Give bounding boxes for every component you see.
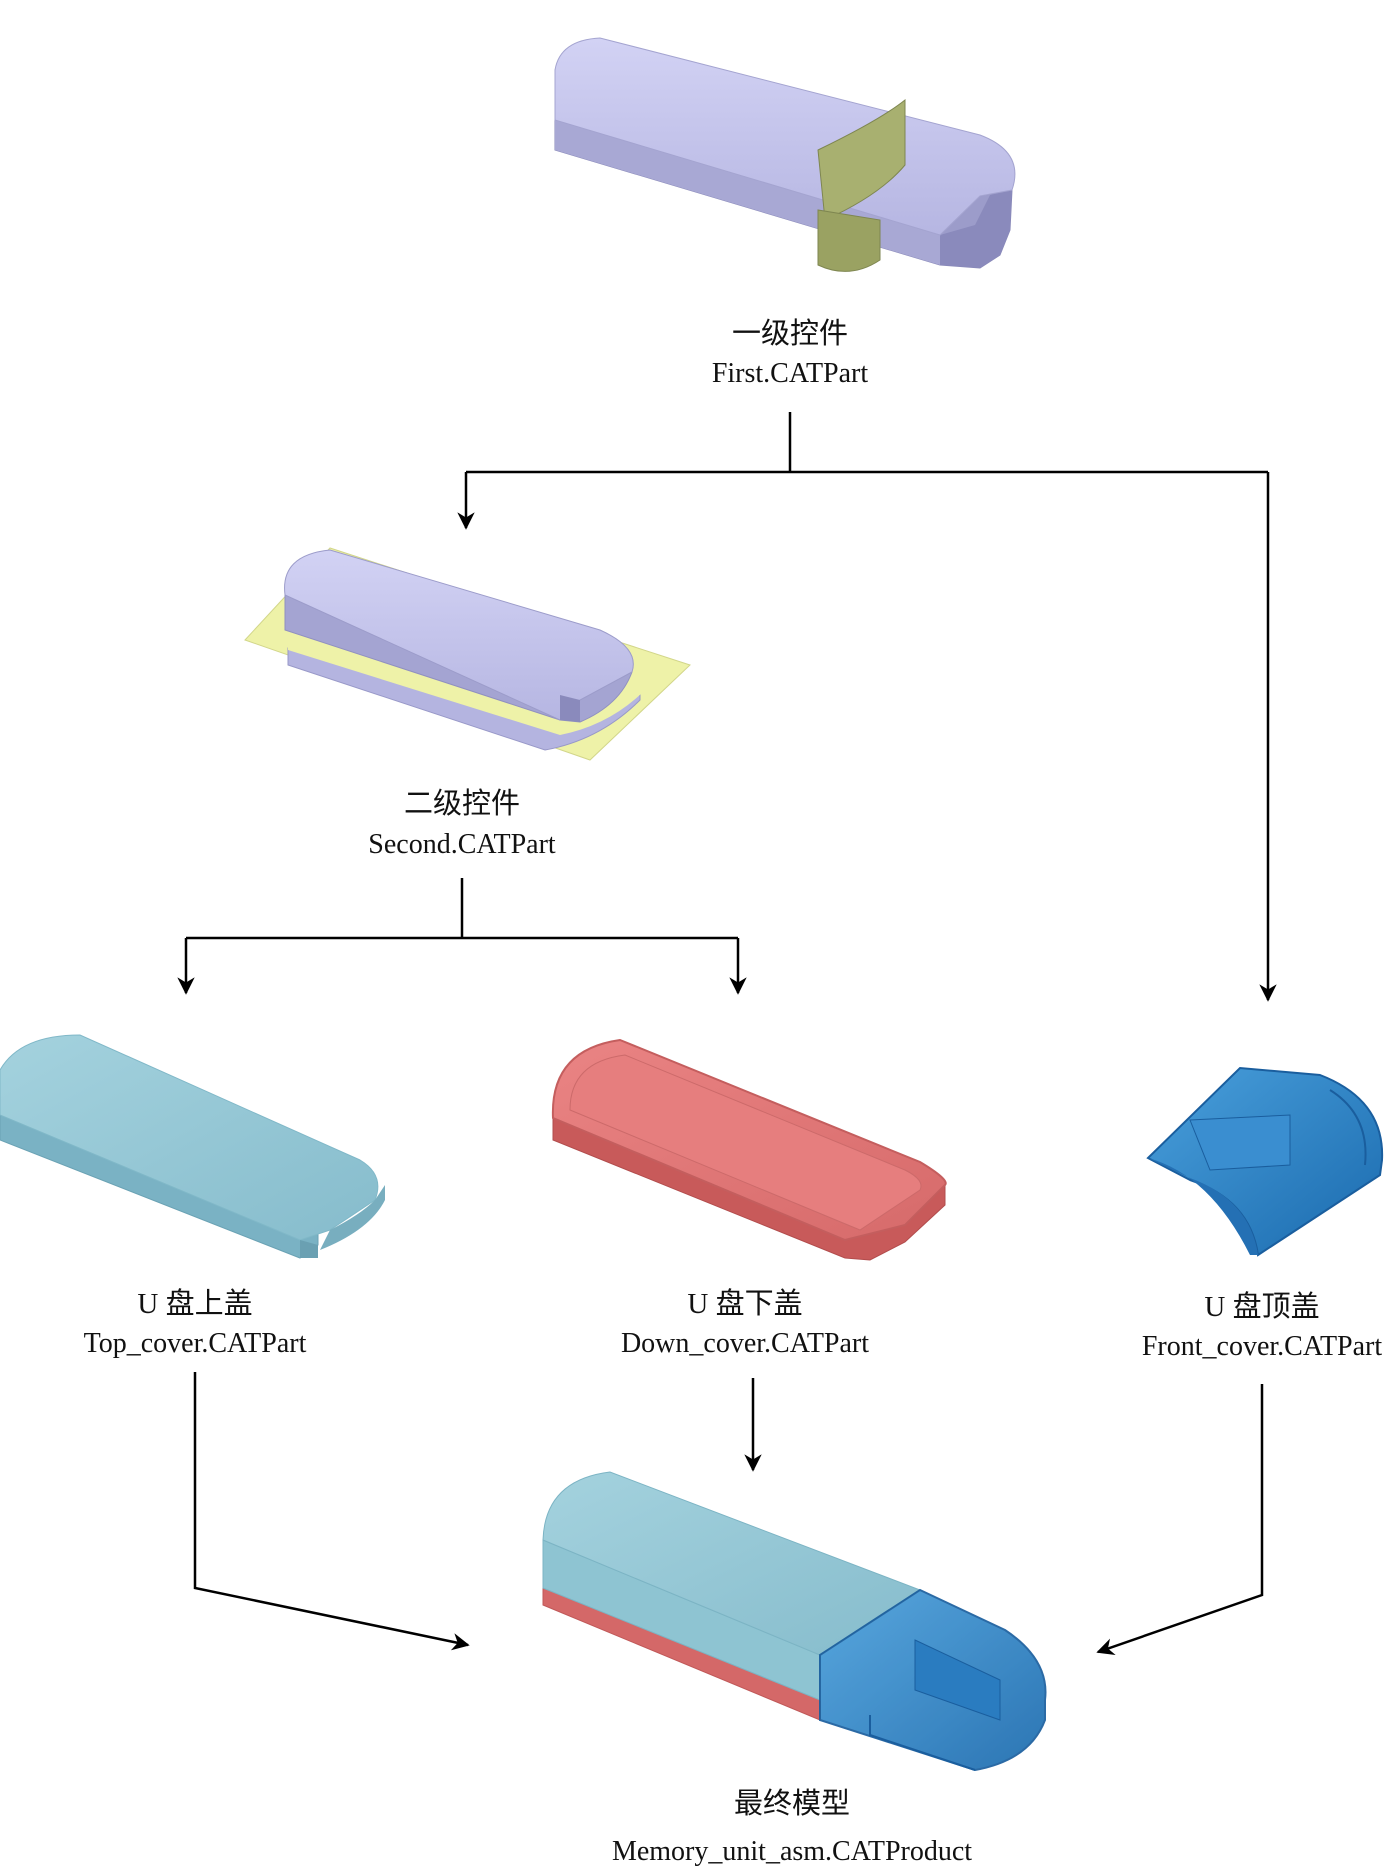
front-cover-model bbox=[1146, 1066, 1384, 1257]
first-label-en: First.CATPart bbox=[712, 358, 869, 389]
first-part-model bbox=[554, 37, 1016, 272]
final-assembly-label: 最终模型 Memory_unit_asm.CATProduct bbox=[612, 1787, 972, 1867]
second-part-model bbox=[244, 547, 691, 761]
second-part-label: 二级控件 Second.CATPart bbox=[368, 787, 556, 860]
top-cover-label-en: Top_cover.CATPart bbox=[84, 1328, 307, 1359]
front-cover-label-en: Front_cover.CATPart bbox=[1142, 1331, 1383, 1362]
final-assembly-model bbox=[542, 1471, 1047, 1772]
connectors bbox=[177, 412, 1277, 1656]
final-label-zh: 最终模型 bbox=[734, 1787, 850, 1820]
second-label-en: Second.CATPart bbox=[368, 829, 556, 860]
first-part-label: 一级控件 First.CATPart bbox=[712, 317, 869, 389]
top-cover-label-zh: U 盘上盖 bbox=[137, 1287, 252, 1320]
second-label-zh: 二级控件 bbox=[404, 787, 520, 820]
arrow-top-cover-to-final bbox=[193, 1372, 470, 1651]
arrow-front-cover-to-final bbox=[1096, 1384, 1264, 1656]
down-cover-label: U 盘下盖 Down_cover.CATPart bbox=[621, 1287, 869, 1359]
final-label-en: Memory_unit_asm.CATProduct bbox=[612, 1836, 972, 1867]
front-cover-label: U 盘顶盖 Front_cover.CATPart bbox=[1142, 1290, 1383, 1362]
down-cover-label-zh: U 盘下盖 bbox=[687, 1287, 802, 1320]
down-cover-label-en: Down_cover.CATPart bbox=[621, 1328, 869, 1359]
first-label-zh: 一级控件 bbox=[732, 317, 848, 350]
front-cover-label-zh: U 盘顶盖 bbox=[1204, 1290, 1319, 1323]
top-cover-label: U 盘上盖 Top_cover.CATPart bbox=[84, 1287, 307, 1359]
top-cover-model bbox=[0, 1034, 385, 1259]
down-cover-model bbox=[551, 1038, 947, 1261]
